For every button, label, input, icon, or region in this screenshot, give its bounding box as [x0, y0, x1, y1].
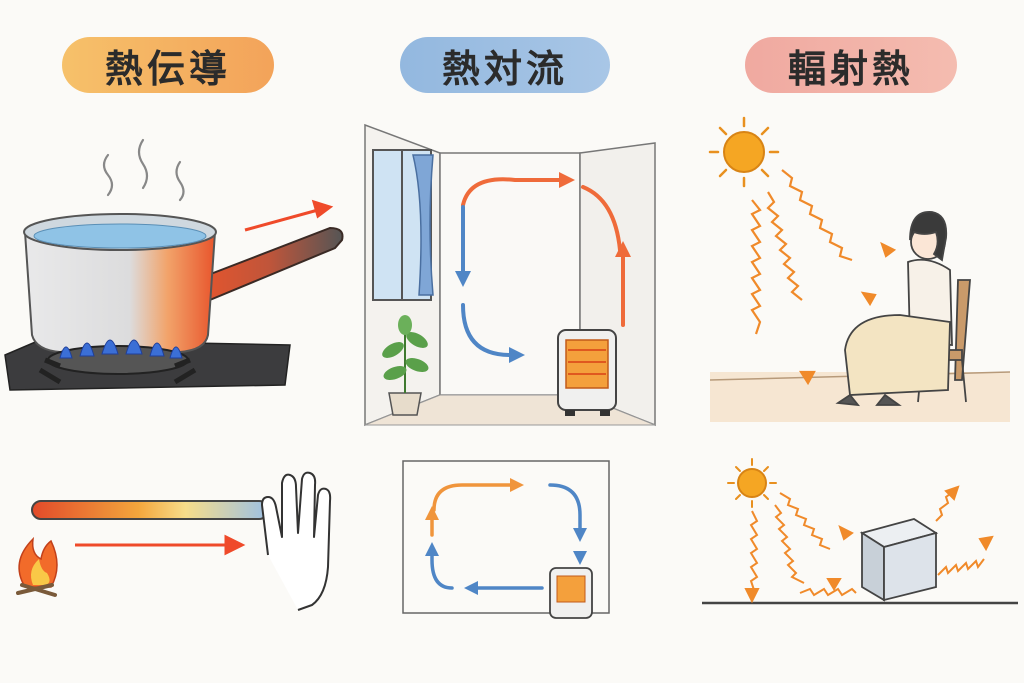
- sun-icon: [727, 458, 777, 508]
- water: [33, 223, 207, 249]
- conduction-label: 熱伝導: [62, 37, 274, 93]
- radiation-label: 輻射熱: [745, 37, 957, 93]
- warm-air-arrow: [432, 483, 516, 512]
- convection-label: 熱対流: [400, 37, 610, 93]
- radiation-wave: [779, 492, 831, 550]
- cube-icon: [859, 518, 939, 602]
- radiation-person-scene: [708, 116, 1011, 422]
- cool-air-arrow: [548, 483, 582, 534]
- radiation-wave: [750, 199, 762, 335]
- gas-burner-icon: [38, 339, 197, 385]
- potted-plant-icon: [382, 315, 429, 416]
- radiation-wave: [799, 587, 857, 597]
- radiation-cube-scene: [702, 458, 1018, 605]
- steam-icon: [102, 138, 185, 202]
- radiation-wave: [781, 169, 853, 262]
- convection-room-scene: [364, 123, 656, 427]
- seated-person-icon: [835, 211, 971, 407]
- radiation-wave: [935, 490, 955, 522]
- radiation-wave: [749, 510, 759, 594]
- radiation-wave: [766, 191, 803, 301]
- cool-air-arrow: [430, 550, 454, 590]
- radiation-wave: [937, 558, 985, 576]
- conduction-pan-scene: [4, 138, 344, 391]
- convection-diagram: [402, 460, 610, 619]
- pan-handle: [193, 226, 344, 304]
- warm-air-arrow: [581, 185, 622, 252]
- metal-rod: [31, 500, 269, 520]
- radiation-wave: [774, 504, 805, 584]
- cool-air-arrow: [461, 303, 519, 357]
- conduction-rod-scene: [16, 471, 332, 611]
- sun-icon: [708, 116, 780, 188]
- heat-arrow-icon: [244, 199, 334, 232]
- warm-air-arrow: [461, 177, 565, 207]
- space-heater-icon: [557, 329, 617, 416]
- space-heater-icon: [549, 567, 593, 619]
- heat-arrow-icon: [75, 534, 246, 556]
- window-icon: [372, 149, 434, 301]
- hand-icon: [261, 471, 332, 611]
- campfire-icon: [16, 536, 58, 597]
